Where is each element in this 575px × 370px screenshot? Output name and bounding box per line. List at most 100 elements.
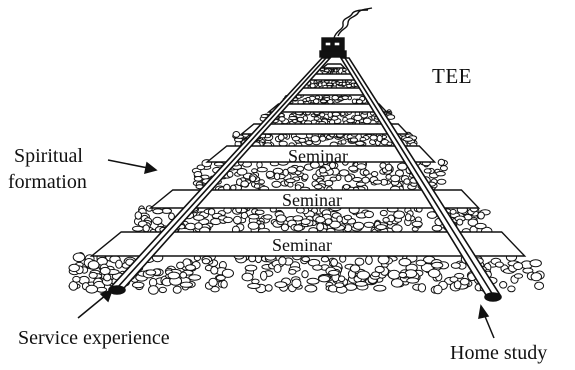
gravel-stone — [149, 286, 159, 295]
gravel-stone — [189, 275, 201, 280]
gravel-stone — [432, 262, 443, 268]
gravel-stone — [266, 171, 274, 177]
gravel-stone — [255, 210, 264, 214]
gravel-stone — [407, 278, 419, 283]
arrow-home — [484, 314, 494, 338]
spiritual-label: Spiritual — [14, 146, 83, 166]
gravel-stone — [363, 118, 371, 124]
gravel-stone — [336, 82, 339, 85]
gravel-stone — [97, 287, 107, 292]
gravel-stone — [332, 95, 339, 100]
gravel-stone — [321, 257, 328, 262]
gravel-stone — [180, 282, 192, 287]
gravel-stone — [377, 135, 382, 141]
gravel-stone — [274, 265, 281, 273]
gravel-stone — [314, 117, 319, 120]
gravel-stone — [362, 177, 369, 183]
gravel-stone — [272, 181, 281, 187]
gravel-stone — [241, 212, 247, 218]
gravel-stone — [233, 132, 240, 138]
gravel-stone — [364, 222, 374, 227]
gravel-stone — [495, 262, 503, 267]
gravel-stone — [383, 218, 389, 223]
gravel-stone — [343, 185, 349, 190]
gravel-stone — [338, 276, 344, 282]
gravel-stone — [385, 164, 392, 171]
gravel-stone — [416, 260, 425, 266]
gravel-stone — [307, 278, 319, 284]
gravel-stone — [530, 260, 541, 267]
gravel-stone — [343, 69, 347, 72]
gravel-stone — [221, 280, 227, 288]
gravel-stone — [302, 174, 308, 180]
gravel-stone — [418, 284, 425, 292]
gravel-stone — [224, 217, 233, 222]
gravel-stone — [288, 182, 293, 187]
gravel-stone — [216, 275, 225, 280]
gravel-stone — [405, 214, 411, 221]
gravel-stone — [254, 184, 259, 188]
gravel-stone — [357, 164, 366, 170]
gravel-stone — [316, 217, 325, 223]
gravel-stone — [500, 282, 507, 289]
train-icon — [320, 8, 372, 57]
gravel-stone — [356, 141, 365, 145]
gravel-stone — [375, 266, 384, 272]
gravel-stone — [457, 219, 463, 225]
gravel-stone — [265, 285, 272, 292]
gravel-stone — [250, 176, 256, 182]
gravel-stone — [293, 120, 298, 123]
gravel-stone — [353, 222, 363, 229]
gravel-stone — [440, 166, 447, 171]
gravel-stone — [168, 272, 180, 279]
gravel-stone — [475, 223, 486, 228]
gravel-stone — [328, 112, 332, 117]
gravel-stone — [69, 264, 79, 271]
gravel-stone — [478, 212, 485, 219]
gravel-stone — [264, 215, 272, 219]
gravel-stone — [365, 211, 374, 217]
gravel-stone — [391, 175, 400, 182]
gravel-stone — [104, 274, 111, 281]
gravel-stone — [237, 169, 247, 176]
gravel-stone — [315, 96, 319, 99]
gravel-stone — [88, 261, 99, 269]
gravel-stone — [514, 263, 523, 270]
gravel-stone — [73, 276, 80, 282]
gravel-stone — [305, 285, 317, 292]
gravel-stone — [412, 221, 422, 226]
gravel-stone — [451, 263, 460, 269]
gravel-stone — [331, 259, 338, 266]
gravel-stone — [259, 180, 264, 184]
gravel-stone — [325, 98, 330, 101]
gravel-stone — [249, 214, 259, 219]
gravel-stone — [245, 265, 257, 271]
gravel-stone — [248, 284, 260, 289]
gravel-stone — [86, 285, 98, 293]
gravel-stone — [424, 169, 431, 173]
gravel-stone — [432, 225, 442, 231]
gravel-stone — [388, 270, 400, 279]
gravel-stone — [434, 285, 442, 294]
gravel-stone — [535, 282, 544, 289]
gravel-stone — [374, 285, 386, 291]
gravel-stone — [344, 215, 351, 220]
gravel-stone — [319, 276, 330, 282]
gravel-stone — [347, 84, 352, 87]
gravel-stone — [301, 219, 310, 225]
gravel-stone — [278, 134, 284, 140]
gravel-stone — [276, 215, 286, 222]
gravel-stone — [146, 270, 156, 275]
gravel-stone — [318, 83, 322, 87]
gravel-stone — [325, 219, 332, 225]
home-study-label: Home study — [450, 343, 547, 363]
gravel-stone — [159, 287, 166, 292]
gravel-stone — [69, 282, 77, 291]
seminar-label: Seminar — [288, 147, 348, 165]
gravel-stone — [531, 273, 541, 281]
gravel-stone — [261, 271, 267, 280]
gravel-stone — [242, 273, 253, 281]
gravel-stone — [330, 177, 337, 181]
gravel-stone — [259, 224, 265, 229]
gravel-stone — [208, 209, 214, 215]
